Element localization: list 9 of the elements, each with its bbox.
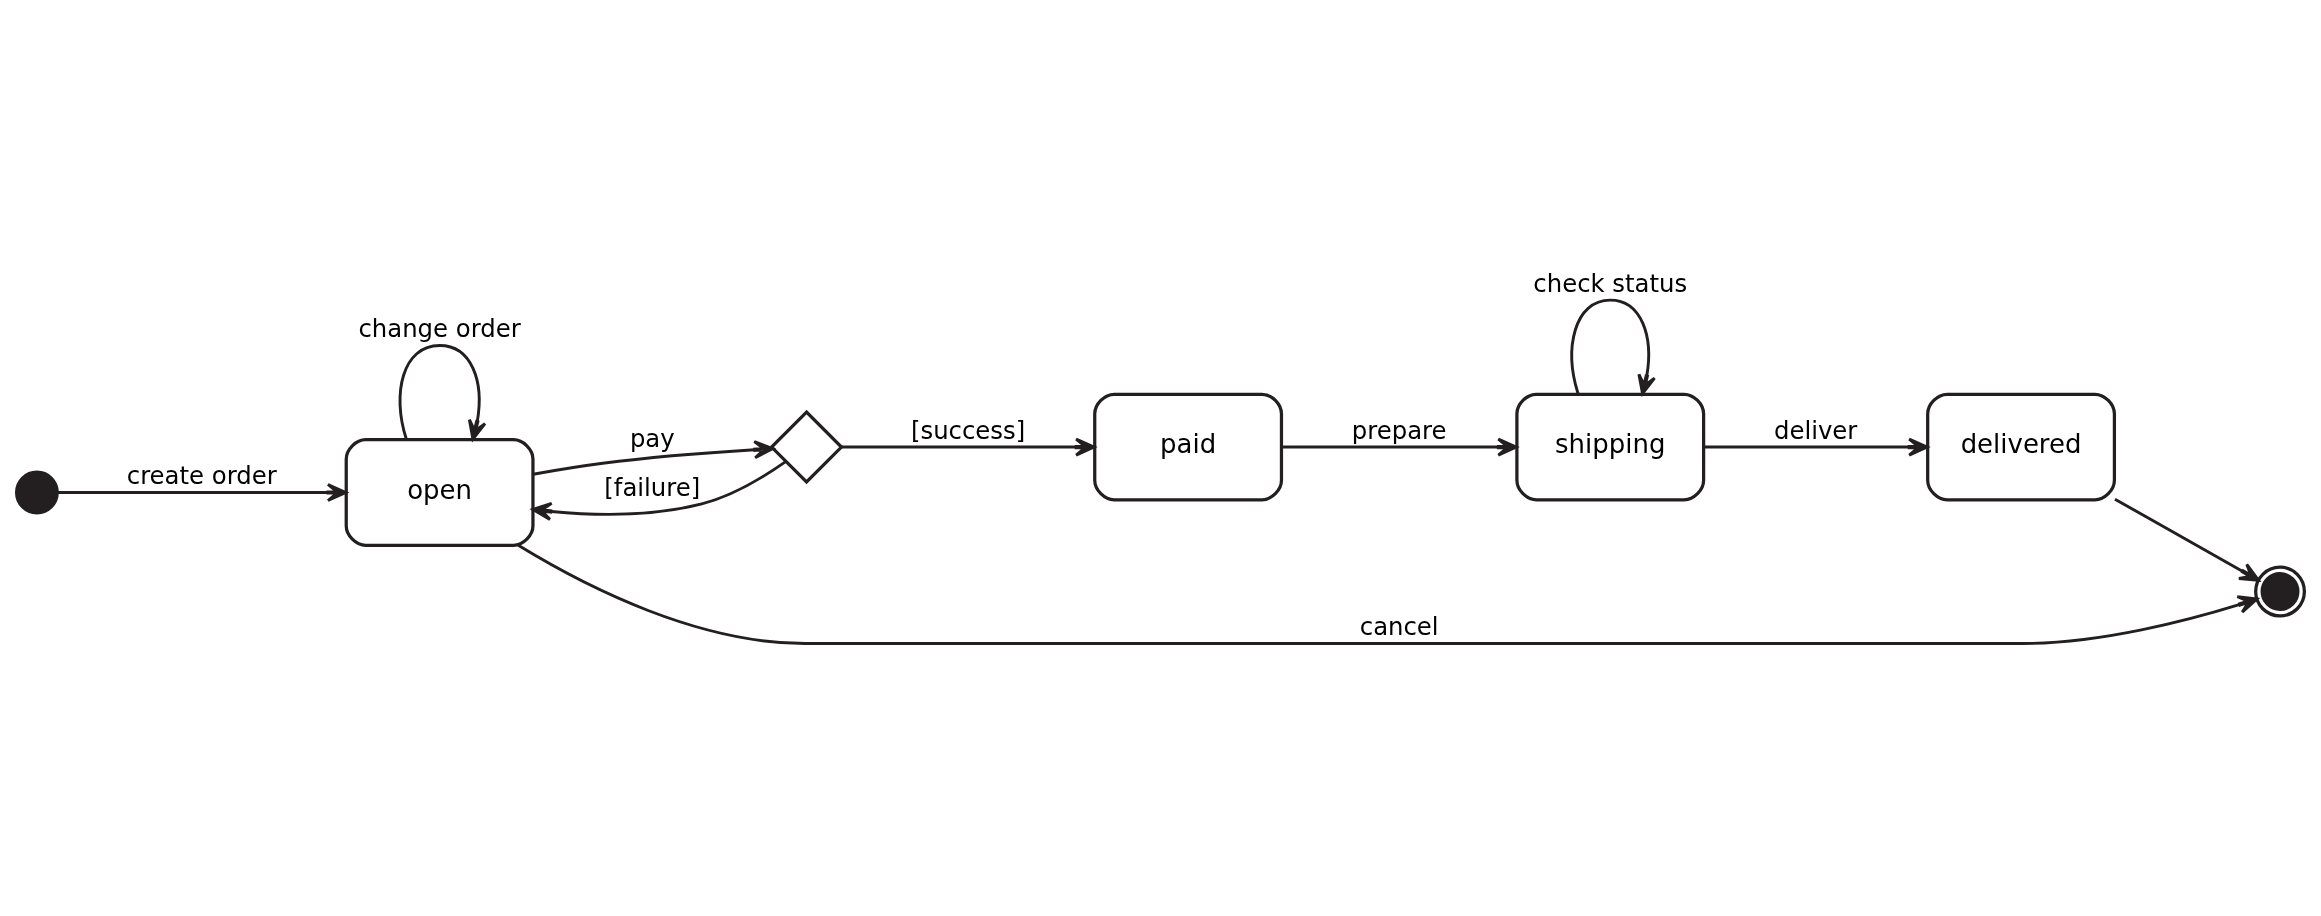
edge-label: cancel bbox=[1359, 612, 1439, 642]
edge-label: create order bbox=[126, 461, 277, 491]
edge-label: [failure] bbox=[604, 472, 701, 502]
edge-label: deliver bbox=[1773, 415, 1858, 445]
edge-label: change order bbox=[358, 314, 521, 344]
edge-label: pay bbox=[629, 424, 675, 454]
edge-label: check status bbox=[1533, 268, 1688, 298]
edge-label: prepare bbox=[1351, 415, 1447, 445]
edge-label: [success] bbox=[910, 415, 1026, 445]
